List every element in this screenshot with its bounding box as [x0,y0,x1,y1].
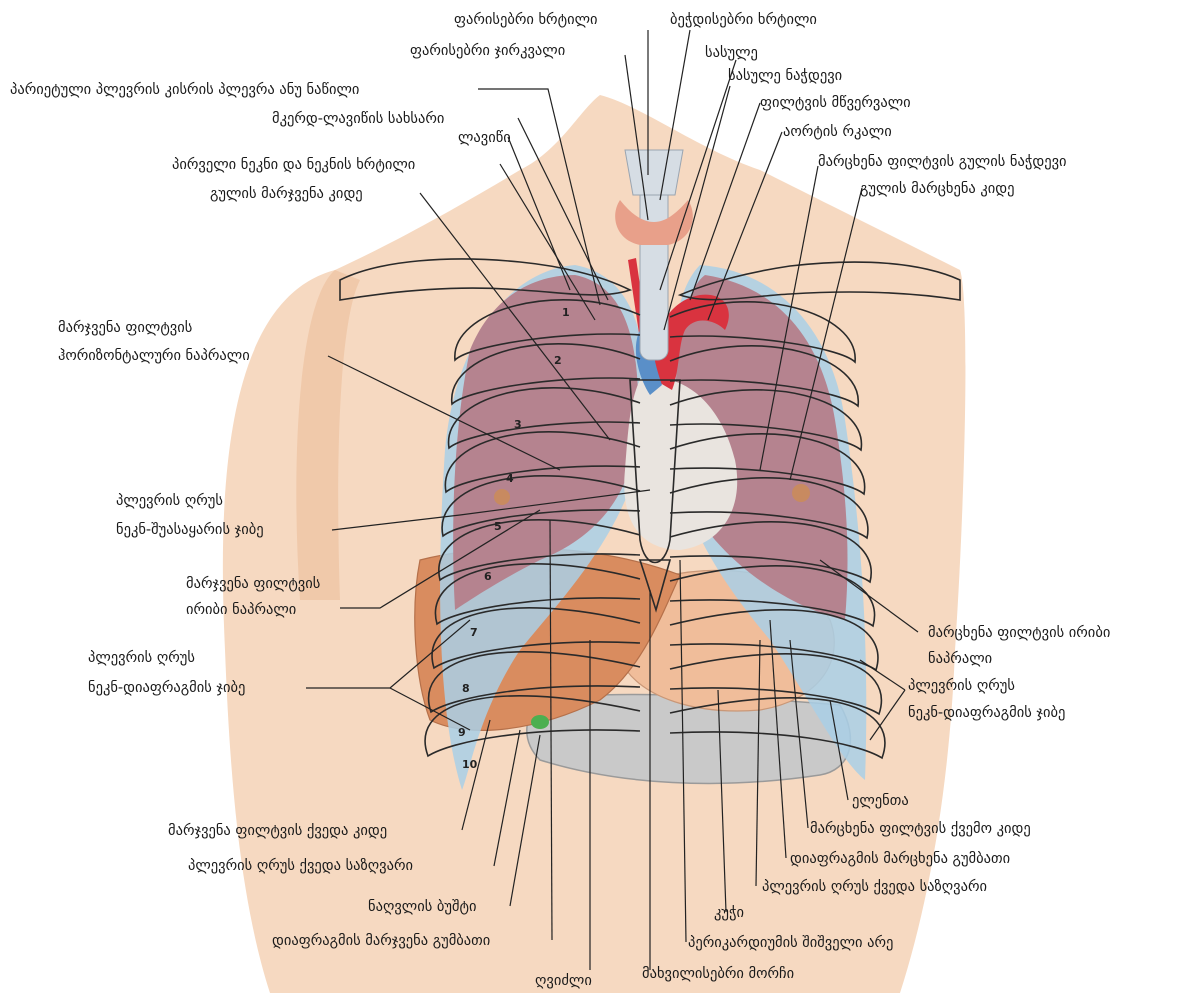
label-cricoid-cartilage: ბეჭდისებრი ხრტილი [670,11,817,28]
label-pharyngeal-cartilage: ფარისებრი ხრტილი [454,11,598,28]
rib-number: 10 [462,758,478,771]
label-costomediastinal-recess-1: პლევრის ღრუს [116,492,223,509]
label-right-costodiaphragmatic-1: პლევრის ღრუს [88,649,195,666]
label-trachea: სასულე [705,45,758,61]
rib-number: 4 [506,472,514,485]
rib-number: 5 [494,520,502,533]
label-right-diaphragm-dome: დიაფრაგმის მარჯვენა გუმბათი [272,932,490,949]
label-right-heart-border: გულის მარჯვენა კიდე [210,185,363,202]
label-right-pleura-lower-boundary: პლევრის ღრუს ქვედა საზღვარი [188,857,413,874]
label-gallbladder: ნაღვლის ბუშტი [368,899,476,915]
rib-number: 9 [458,726,466,739]
label-stomach: კუჭი [714,905,744,921]
rib-number: 6 [484,570,492,583]
label-left-costodiaphragmatic-1: პლევრის ღრუს [908,677,1015,694]
label-pericardium-bare-area: პერიკარდიუმის შიშველი არე [688,934,893,951]
thyroid-cartilage [625,150,683,195]
label-right-horizontal-fissure-2: ჰორიზონტალური ნაპრალი [58,347,250,364]
label-left-pleura-lower-boundary: პლევრის ღრუს ქვედა საზღვარი [762,878,987,895]
label-xiphoid-process: მახვილისებრი მორჩი [642,965,794,982]
label-sternoclavicular-joint: მკერდ-ლავიწის სახსარი [272,110,444,127]
label-right-costodiaphragmatic-2: ნეკნ-დიაფრაგმის ჯიბე [88,679,245,696]
rib-number: 7 [470,626,478,639]
rib-number: 8 [462,682,470,695]
rib-number: 1 [562,306,570,319]
label-left-costodiaphragmatic-2: ნეკნ-დიაფრაგმის ჯიბე [908,704,1065,721]
label-left-oblique-fissure-1: მარცხენა ფილტვის ირიბი [928,624,1110,641]
label-right-oblique-fissure-2: ირიბი ნაპრალი [186,601,296,618]
label-left-heart-border: გულის მარცხენა კიდე [860,180,1015,197]
label-left-cardiac-notch: მარცხენა ფილტვის გულის ნაჭდევი [818,153,1067,170]
label-left-diaphragm-dome: დიაფრაგმის მარცხენა გუმბათი [790,850,1010,867]
label-right-horizontal-fissure-1: მარჯვენა ფილტვის [58,319,192,336]
label-aortic-arch: აორტის რკალი [783,123,892,140]
label-right-lung-lower-border: მარჯვენა ფილტვის ქვედა კიდე [168,822,387,839]
label-first-rib: პირველი ნეკნი და ნეკნის ხრტილი [172,156,415,173]
label-right-oblique-fissure-1: მარჯვენა ფილტვის [186,575,320,592]
label-left-oblique-fissure-2: ნაპრალი [928,650,992,667]
label-clavicle: ლავიწი [458,130,511,146]
label-tracheal-bifurcation: სასულე ნაჭდევი [728,68,842,84]
rib-number: 3 [514,418,522,431]
label-parietal-pleura-cervical: პარიეტული პლევრის კისრის პლევრა ანუ ნაწი… [10,81,359,98]
label-thyroid-gland: ფარისებრი ჯირკვალი [410,42,565,59]
gallbladder [531,715,549,729]
label-left-lung-lower-border: მარცხენა ფილტვის ქვემო კიდე [810,820,1031,837]
label-lung-apex: ფილტვის მწვერვალი [760,94,911,111]
left-nipple [792,484,810,502]
rib-number: 2 [554,354,562,367]
label-liver: ღვიძლი [535,973,592,989]
label-costomediastinal-recess-2: ნეკნ-შუასაყარის ჯიბე [116,521,264,538]
right-nipple [494,489,510,505]
label-spleen: ელენთა [852,793,909,809]
